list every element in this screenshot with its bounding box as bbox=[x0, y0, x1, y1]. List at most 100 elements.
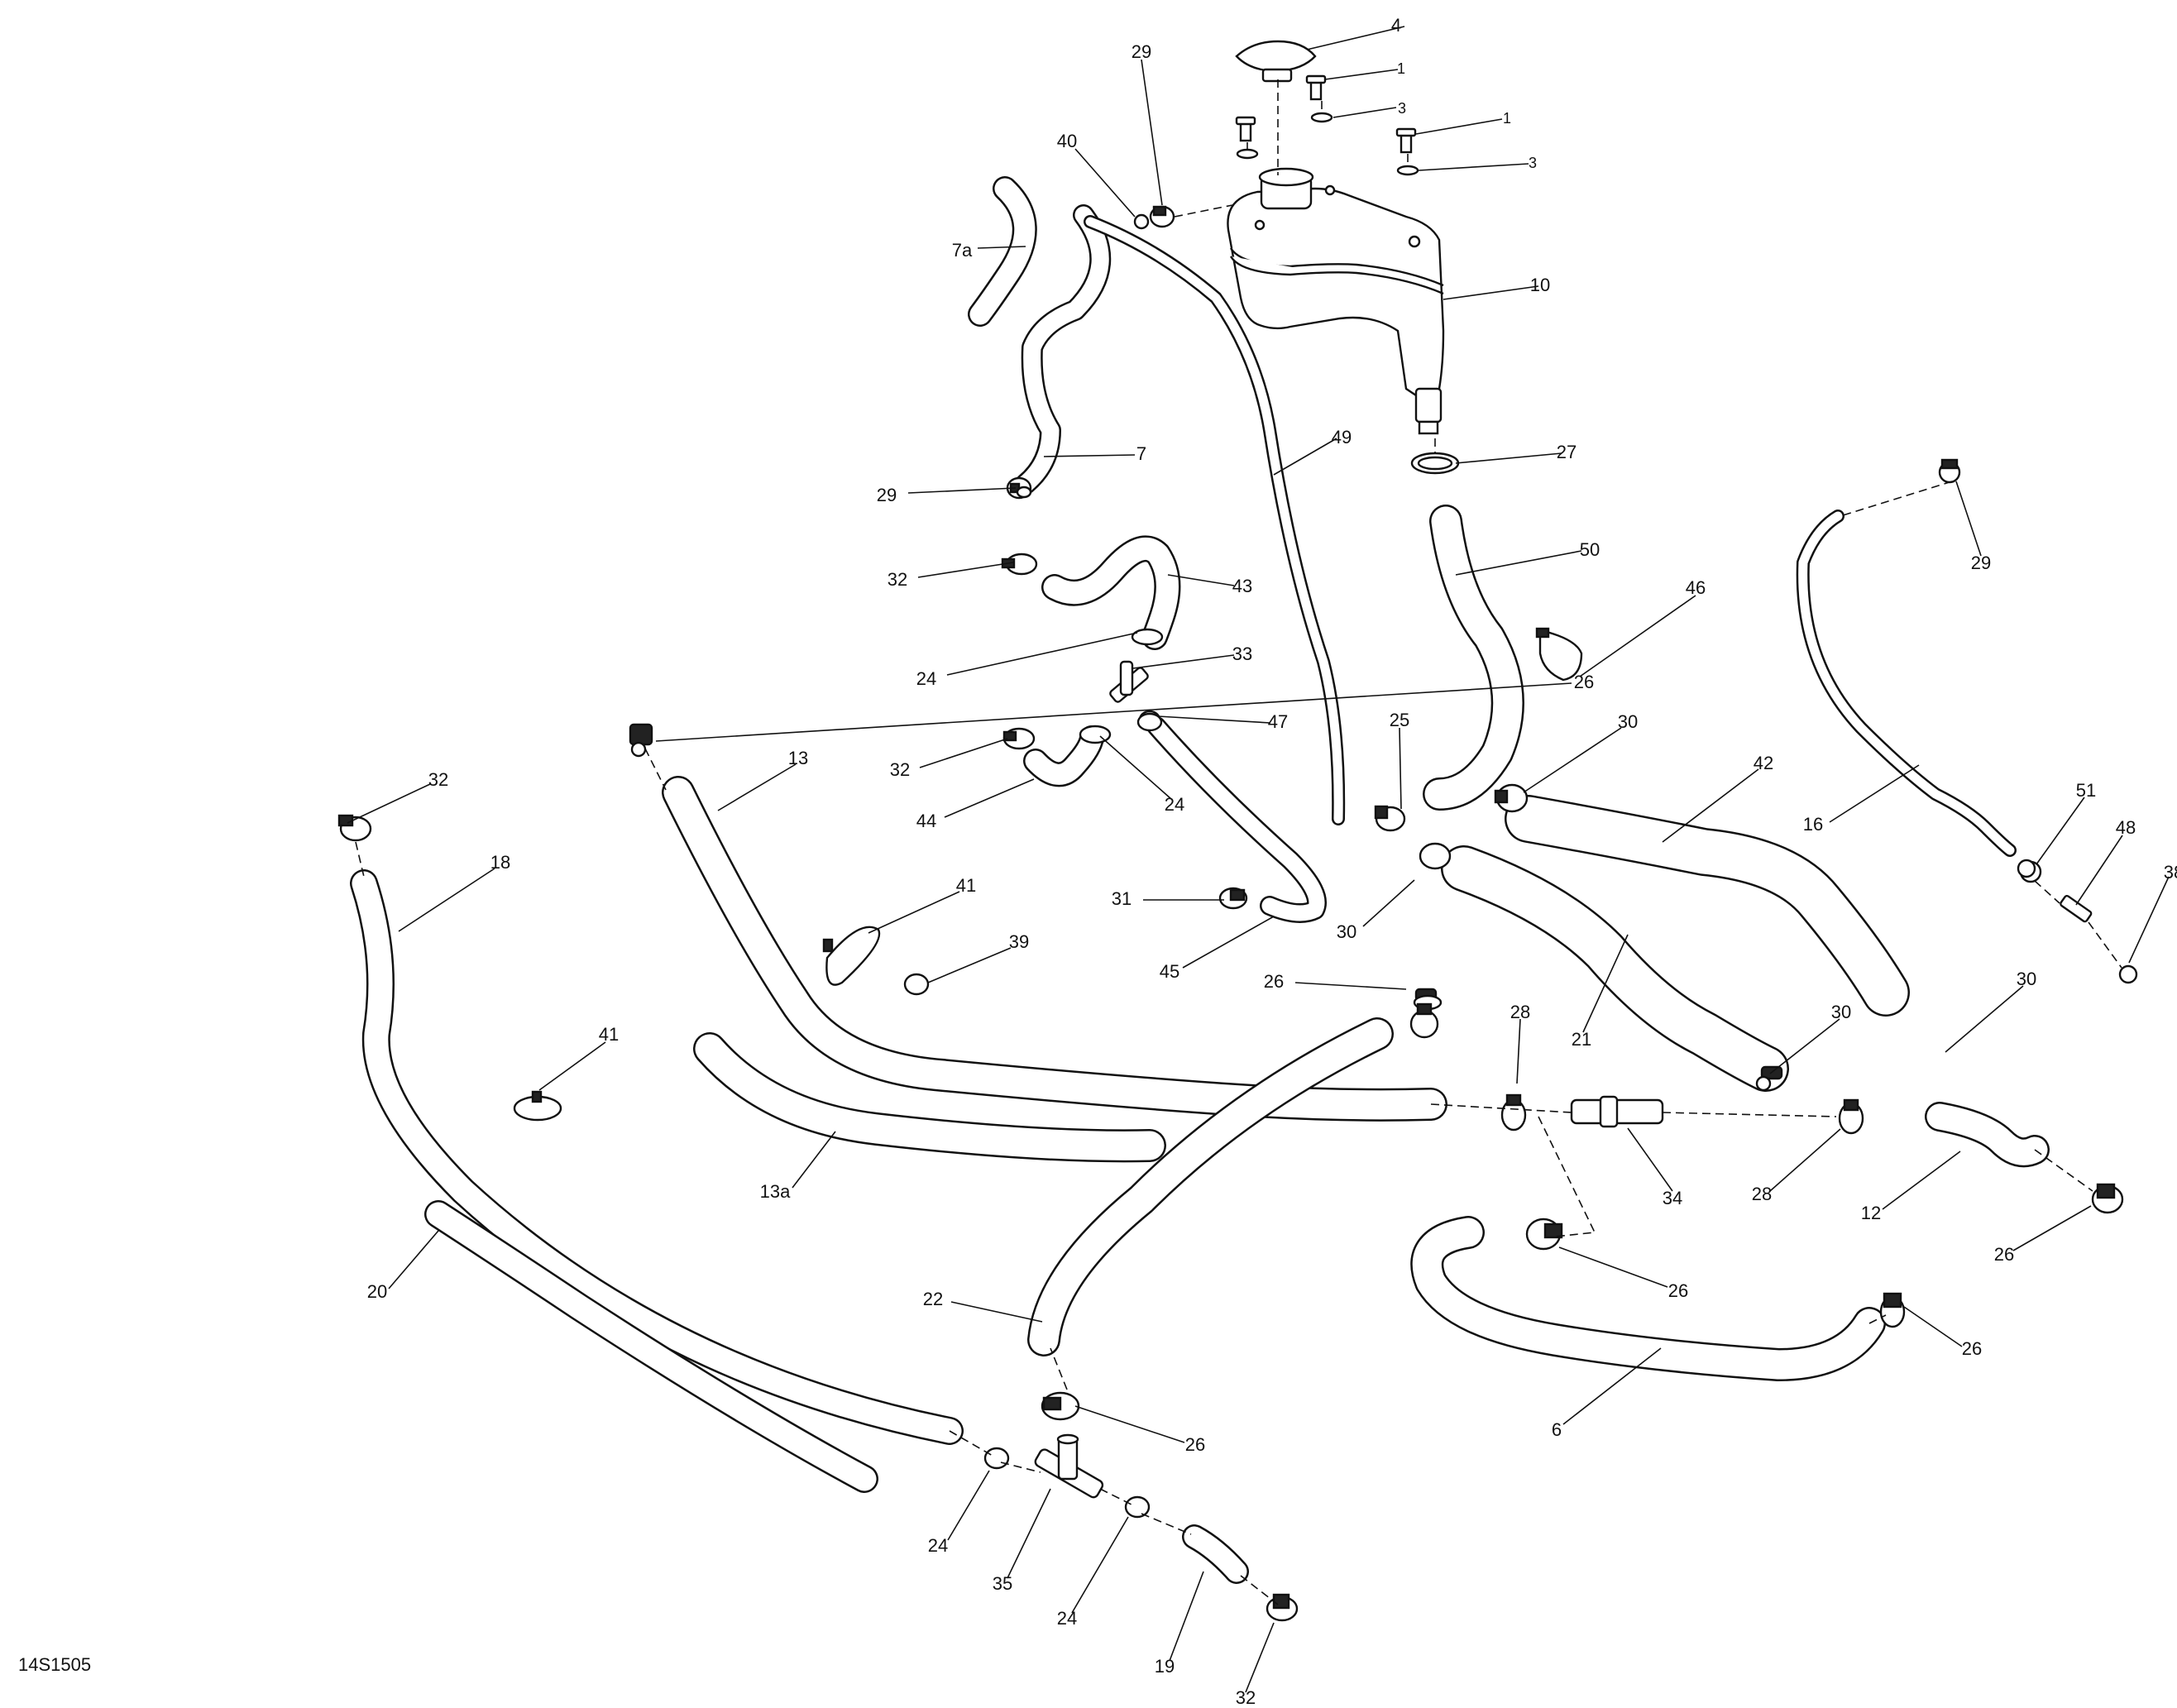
leader-line bbox=[1769, 1128, 1841, 1192]
leader-line bbox=[917, 562, 1014, 578]
hose-clamp bbox=[1218, 887, 1248, 910]
leader-line bbox=[977, 246, 1026, 249]
leader-line bbox=[1245, 1622, 1275, 1693]
callout-34: 34 bbox=[1663, 1188, 1682, 1208]
leader-line bbox=[868, 891, 960, 934]
assembly-line bbox=[1174, 204, 1233, 218]
callout-32: 32 bbox=[890, 759, 910, 780]
callout-7: 7 bbox=[1136, 443, 1146, 464]
screw bbox=[1235, 116, 1256, 142]
leader-line bbox=[1306, 26, 1405, 50]
leader-line bbox=[1523, 727, 1622, 793]
washer bbox=[1236, 148, 1259, 160]
washer bbox=[1310, 112, 1333, 123]
hose-13 bbox=[662, 776, 1447, 1122]
callout-24: 24 bbox=[1165, 794, 1184, 815]
callout-39: 39 bbox=[1009, 931, 1029, 952]
callout-26: 26 bbox=[1962, 1338, 1982, 1359]
clip bbox=[1535, 627, 1583, 682]
callout-42: 42 bbox=[1754, 753, 1773, 773]
callout-26: 26 bbox=[1264, 971, 1284, 992]
callout-21: 21 bbox=[1572, 1029, 1591, 1050]
callout-26: 26 bbox=[1668, 1280, 1688, 1301]
assembly-line bbox=[2034, 1149, 2093, 1192]
leader-line bbox=[1157, 715, 1271, 724]
callout-32: 32 bbox=[888, 569, 907, 590]
callout-45: 45 bbox=[1160, 961, 1179, 982]
hose-clamp bbox=[1494, 783, 1529, 813]
leader-line bbox=[1099, 735, 1172, 800]
leader-line bbox=[907, 487, 1017, 494]
callout-30: 30 bbox=[2017, 969, 2036, 989]
leader-line bbox=[1074, 1405, 1185, 1443]
leader-line bbox=[1662, 768, 1759, 843]
leader-line bbox=[1443, 285, 1539, 300]
callout-12: 12 bbox=[1861, 1203, 1881, 1223]
leader-line bbox=[1141, 59, 1163, 206]
assembly-lines bbox=[355, 79, 2122, 1605]
callout-13a: 13a bbox=[760, 1181, 791, 1202]
leader-line bbox=[1399, 727, 1402, 810]
hose-19 bbox=[1182, 1524, 1249, 1584]
callout-24: 24 bbox=[916, 668, 936, 689]
leader-line bbox=[1074, 148, 1136, 218]
hose-clamp bbox=[1413, 988, 1443, 1011]
leader-line bbox=[792, 1131, 836, 1189]
clip bbox=[822, 926, 881, 986]
callout-31: 31 bbox=[1112, 888, 1132, 909]
callout-29: 29 bbox=[1971, 553, 1991, 573]
leader-line bbox=[1769, 1018, 1840, 1074]
callout-10: 10 bbox=[1530, 275, 1550, 295]
callout-24: 24 bbox=[1057, 1608, 1077, 1629]
hose-50 bbox=[1423, 505, 1524, 811]
hose-connector bbox=[1570, 1095, 1664, 1128]
hose-clamp bbox=[983, 1447, 1010, 1470]
drain-fitting bbox=[2060, 894, 2093, 923]
callout-50: 50 bbox=[1580, 539, 1600, 560]
leader-line bbox=[1627, 1127, 1673, 1192]
hose-clamp bbox=[1136, 712, 1163, 732]
assembly-line bbox=[1538, 1116, 1596, 1237]
callout-46: 46 bbox=[1686, 577, 1706, 598]
hose-49 bbox=[1084, 215, 1346, 825]
hose-7a bbox=[968, 176, 1037, 327]
leader-line bbox=[1132, 654, 1235, 669]
leader-line bbox=[1362, 879, 1415, 927]
callout-25: 25 bbox=[1390, 710, 1409, 730]
screw bbox=[1305, 74, 1327, 101]
callout-49: 49 bbox=[1332, 427, 1352, 447]
hose-clamp bbox=[1409, 1002, 1439, 1039]
assembly-line bbox=[2034, 880, 2060, 904]
clip bbox=[513, 1090, 562, 1122]
hose-45 bbox=[1146, 716, 1327, 923]
callout-26: 26 bbox=[1574, 672, 1594, 692]
hose-clamp bbox=[1131, 628, 1164, 646]
leader-line bbox=[1455, 550, 1582, 576]
clamp-small bbox=[2017, 859, 2036, 878]
hose-20 bbox=[424, 1200, 878, 1493]
callout-33: 33 bbox=[1232, 643, 1252, 664]
callout-40: 40 bbox=[1057, 131, 1077, 151]
leader-line bbox=[1955, 481, 1982, 557]
callout-51: 51 bbox=[2076, 780, 2096, 801]
assembly-line bbox=[1662, 1112, 1837, 1117]
hose-clamp bbox=[1500, 1093, 1527, 1131]
hose-clamp bbox=[2091, 1183, 2124, 1214]
assembly-line bbox=[644, 748, 667, 791]
hose-clamp bbox=[1419, 842, 1452, 870]
hose-clamp bbox=[1133, 213, 1150, 230]
plug bbox=[903, 973, 930, 996]
hose-clamp bbox=[1838, 1098, 1864, 1135]
callout-28: 28 bbox=[1510, 1002, 1530, 1022]
leader-line bbox=[1071, 1516, 1129, 1614]
leader-line bbox=[1333, 107, 1397, 118]
callout-32: 32 bbox=[1236, 1687, 1256, 1708]
callout-4: 4 bbox=[1391, 15, 1401, 36]
hose-42 bbox=[1505, 795, 1910, 1017]
callout-44: 44 bbox=[916, 811, 936, 831]
hose-clamp bbox=[1001, 553, 1038, 576]
leader-line bbox=[1582, 934, 1629, 1033]
leader-line bbox=[655, 682, 1572, 742]
leader-line bbox=[1516, 1018, 1521, 1084]
